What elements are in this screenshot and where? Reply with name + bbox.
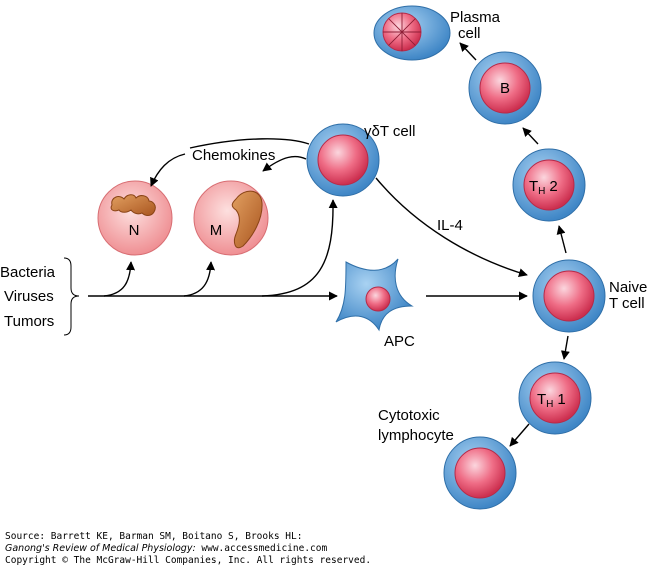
chemokines-label: Chemokines: [192, 147, 275, 164]
plasma-cell-label-line2: cell: [458, 25, 481, 42]
cytotoxic-label-line2: lymphocyte: [378, 427, 454, 444]
gamma-delta-t-cell: [306, 123, 380, 197]
arrow-gamma-delta-to-naive-il4: [375, 177, 528, 277]
arrow-to-gamma-delta: [261, 199, 338, 297]
naive-t-cell-label-line2: T cell: [609, 295, 645, 312]
credit-book-line: Ganong's Review of Medical Physiology: w…: [5, 543, 371, 555]
macrophage: [193, 180, 269, 256]
cytotoxic-label-line1: Cytotoxic: [378, 407, 440, 424]
macrophage-label: M: [210, 222, 223, 239]
stimulus-brace: [63, 257, 80, 336]
neutrophil-label: N: [129, 222, 140, 239]
stimulus-bacteria: Bacteria: [0, 264, 56, 281]
arrow-th1-to-cytotoxic: [509, 423, 530, 447]
stimulus-viruses: Viruses: [4, 288, 54, 305]
naive-t-cell-label-line1: Naive: [609, 279, 647, 296]
arrow-naive-to-th2: [556, 225, 567, 254]
credit-book-url: www.accessmedicine.com: [195, 543, 328, 554]
plasma-cell-label-line1: Plasma: [450, 9, 501, 26]
neutrophil: [97, 180, 173, 256]
naive-t-cell: [532, 259, 606, 333]
arrow-b-to-plasma: [459, 42, 477, 61]
credit-copyright: Copyright © The McGraw-Hill Companies, I…: [5, 555, 372, 566]
arrow-to-macrophage-from-chemokines: [262, 155, 307, 172]
il4-label: IL-4: [437, 217, 463, 234]
arrow-chemokines-to-neutrophil: [150, 153, 186, 187]
arrow-th2-to-b: [522, 127, 539, 145]
source-credit: Source: Barrett KE, Barman SM, Boitano S…: [5, 531, 371, 567]
b-cell: [468, 51, 542, 125]
apc-cell: [335, 258, 414, 332]
neutrophil-nucleus: [110, 194, 156, 216]
plasma-cell: [373, 5, 451, 61]
macrophage-nucleus: [231, 190, 263, 249]
b-cell-label: B: [500, 80, 510, 97]
arrow-naive-to-th1: [560, 335, 570, 360]
arrow-gamma-delta-to-chemokines: [189, 138, 310, 149]
apc-label: APC: [384, 333, 415, 350]
th2-cell: [512, 148, 586, 222]
stimulus-tumors: Tumors: [4, 313, 54, 330]
th1-cell: [518, 361, 592, 435]
credit-source-line: Source: Barrett KE, Barman SM, Boitano S…: [5, 531, 303, 542]
arrow-to-macrophage: [183, 261, 216, 297]
gamma-delta-t-cell-label: γδT cell: [364, 123, 415, 140]
cytotoxic-lymphocyte: [443, 436, 517, 510]
credit-book-title: Ganong's Review of Medical Physiology:: [5, 543, 196, 554]
arrow-to-neutrophil: [103, 261, 136, 297]
